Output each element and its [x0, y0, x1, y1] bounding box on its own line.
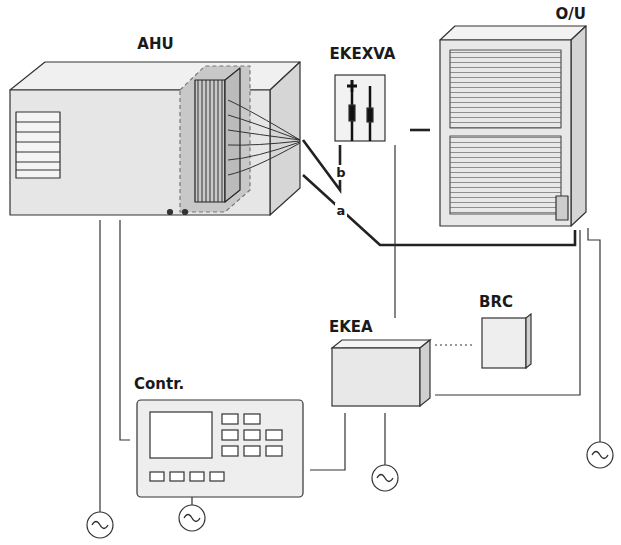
communication-link: [435, 344, 475, 345]
unit-label: BRC: [479, 293, 513, 311]
signal-wire: [120, 220, 130, 440]
outdoor-unit: [440, 26, 586, 226]
control-box: [332, 340, 430, 406]
air-handling-unit: AHU: [8, 35, 303, 220]
control-box-node: EKEA: [325, 318, 435, 413]
signal-wire: [310, 413, 345, 470]
pipe-label: a: [335, 203, 348, 218]
signal-wire: [435, 230, 580, 395]
unit-label: AHU: [137, 35, 173, 53]
remote-controller: [482, 314, 531, 368]
ac-wave: [92, 452, 608, 529]
controller-unit: [137, 400, 303, 497]
controller-box: Contr.: [130, 375, 310, 500]
signal-wire: [394, 145, 395, 318]
power-wiring: [100, 220, 600, 512]
refrigerant-pipe: [303, 175, 575, 245]
valve-kit-box: EKEXVA: [315, 45, 410, 145]
unit-label: EKEA: [329, 318, 373, 336]
unit-label: Contr.: [134, 375, 184, 393]
remote-controller-node: BRC: [475, 293, 535, 373]
unit-label: EKEXVA: [330, 45, 396, 63]
outdoor-unit-box: O/U: [430, 5, 590, 230]
ahu-housing: [10, 62, 300, 215]
expansion-valve-kit: [335, 75, 385, 141]
power-supply-symbol: [87, 442, 613, 538]
refrigerant-pipe: [410, 129, 430, 132]
pipe-label: b: [334, 165, 347, 180]
unit-label: O/U: [556, 5, 586, 23]
